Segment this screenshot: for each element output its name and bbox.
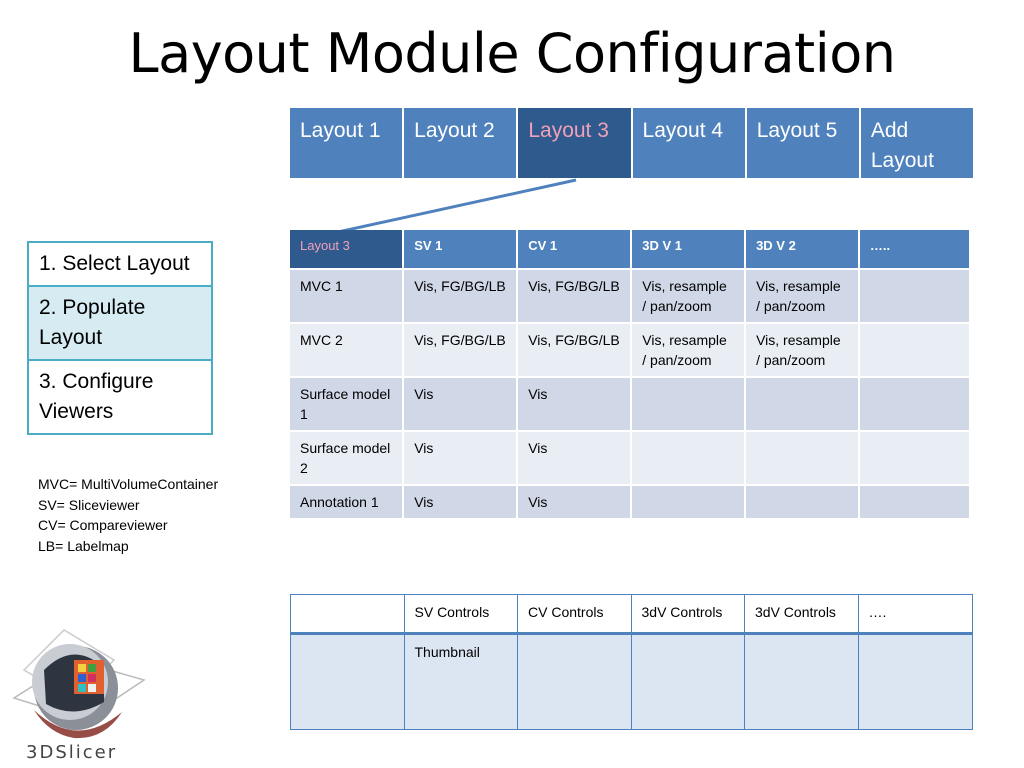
grid-cell[interactable]: Vis, FG/BG/LB: [404, 324, 517, 376]
grid-header-cell: …..: [859, 230, 969, 268]
layout-grid: Layout 3 SV 1 CV 1 3D V 1 3D V 2 ….. MVC…: [288, 228, 971, 520]
abbreviation-legend: MVC= MultiVolumeContainer SV= Sliceviewe…: [38, 474, 218, 556]
tabs-lower-band: [290, 178, 973, 208]
3dslicer-logo-icon: [12, 629, 146, 739]
grid-cell[interactable]: Annotation 1: [290, 486, 403, 518]
grid-cell[interactable]: Surface model 1: [290, 378, 403, 430]
table-row: Surface model 2 Vis Vis: [290, 432, 969, 484]
grid-cell[interactable]: MVC 1: [290, 270, 403, 322]
grid-cell[interactable]: Vis, FG/BG/LB: [518, 324, 631, 376]
table-row: Surface model 1 Vis Vis: [290, 378, 969, 430]
legend-item: CV= Compareviewer: [38, 517, 168, 533]
slide-title: Layout Module Configuration: [128, 22, 896, 85]
grid-cell[interactable]: Vis, FG/BG/LB: [518, 270, 631, 322]
grid-header-row: Layout 3 SV 1 CV 1 3D V 1 3D V 2 …..: [290, 230, 969, 268]
controls-body-cell: [518, 635, 632, 729]
grid-cell[interactable]: Vis, resample / pan/zoom: [746, 270, 858, 322]
tab-layout-3[interactable]: Layout 3: [518, 108, 631, 178]
grid-cell[interactable]: Vis: [404, 378, 517, 430]
tab-layout-4[interactable]: Layout 4: [632, 108, 745, 178]
grid-cell[interactable]: [632, 486, 745, 518]
step-select-layout[interactable]: 1. Select Layout: [29, 243, 211, 287]
sv-controls-cell[interactable]: SV Controls: [404, 595, 518, 635]
table-row: Annotation 1 Vis Vis: [290, 486, 969, 518]
grid-cell[interactable]: [746, 486, 858, 518]
grid-cell[interactable]: [859, 432, 969, 484]
layout-tabs: Layout 1 Layout 2 Layout 3 Layout 4 Layo…: [290, 108, 974, 178]
controls-body-cell: [291, 635, 405, 729]
grid-cell[interactable]: [632, 432, 745, 484]
controls-header-cell: [291, 595, 405, 635]
grid-cell[interactable]: [632, 378, 745, 430]
grid-cell[interactable]: MVC 2: [290, 324, 403, 376]
controls-panel: SV Controls CV Controls 3dV Controls 3dV…: [290, 594, 973, 730]
grid-cell[interactable]: [746, 378, 858, 430]
legend-item: SV= Sliceviewer: [38, 496, 140, 513]
grid-header-cell: Layout 3: [290, 230, 403, 268]
step-populate-layout[interactable]: 2. Populate Layout: [29, 287, 211, 361]
grid-cell[interactable]: Vis: [518, 378, 631, 430]
grid-cell[interactable]: [859, 378, 969, 430]
grid-header-cell: CV 1: [518, 230, 631, 268]
grid-cell[interactable]: [859, 270, 969, 322]
more-controls-cell[interactable]: ….: [858, 595, 972, 635]
grid-header-cell: SV 1: [404, 230, 517, 268]
grid-cell[interactable]: [746, 432, 858, 484]
3dv-controls-cell-2[interactable]: 3dV Controls: [745, 595, 859, 635]
grid-cell[interactable]: Vis, resample / pan/zoom: [746, 324, 858, 376]
grid-cell[interactable]: [859, 486, 969, 518]
grid-cell[interactable]: Vis: [518, 486, 631, 518]
grid-header-cell: 3D V 2: [746, 230, 858, 268]
legend-item: LB= Labelmap: [38, 537, 129, 554]
table-row: MVC 1 Vis, FG/BG/LB Vis, FG/BG/LB Vis, r…: [290, 270, 969, 322]
grid-cell[interactable]: Vis, resample / pan/zoom: [632, 270, 745, 322]
thumbnail-cell[interactable]: Thumbnail: [404, 635, 518, 729]
grid-cell[interactable]: Vis, FG/BG/LB: [404, 270, 517, 322]
grid-cell[interactable]: Vis: [404, 432, 517, 484]
tab-add-layout[interactable]: Add Layout: [860, 108, 974, 178]
cv-controls-cell[interactable]: CV Controls: [518, 595, 632, 635]
table-row: MVC 2 Vis, FG/BG/LB Vis, FG/BG/LB Vis, r…: [290, 324, 969, 376]
steps-list: 1. Select Layout 2. Populate Layout 3. C…: [27, 241, 213, 435]
grid-cell[interactable]: Surface model 2: [290, 432, 403, 484]
legend-item: MVC= MultiVolumeContainer: [38, 476, 219, 492]
3dv-controls-cell[interactable]: 3dV Controls: [631, 595, 745, 635]
tab-layout-5[interactable]: Layout 5: [746, 108, 859, 178]
controls-body-cell: [858, 635, 972, 729]
grid-cell[interactable]: Vis: [518, 432, 631, 484]
step-configure-viewers[interactable]: 3. Configure Viewers: [29, 361, 211, 433]
grid-cell[interactable]: [859, 324, 969, 376]
grid-cell[interactable]: Vis, resample / pan/zoom: [632, 324, 745, 376]
controls-body-cell: [631, 635, 745, 729]
grid-cell[interactable]: Vis: [404, 486, 517, 518]
tab-layout-1[interactable]: Layout 1: [290, 108, 403, 178]
tab-layout-2[interactable]: Layout 2: [404, 108, 517, 178]
logo-text: 3DSlicer: [26, 742, 118, 763]
grid-header-cell: 3D V 1: [632, 230, 745, 268]
controls-body-cell: [745, 635, 859, 729]
